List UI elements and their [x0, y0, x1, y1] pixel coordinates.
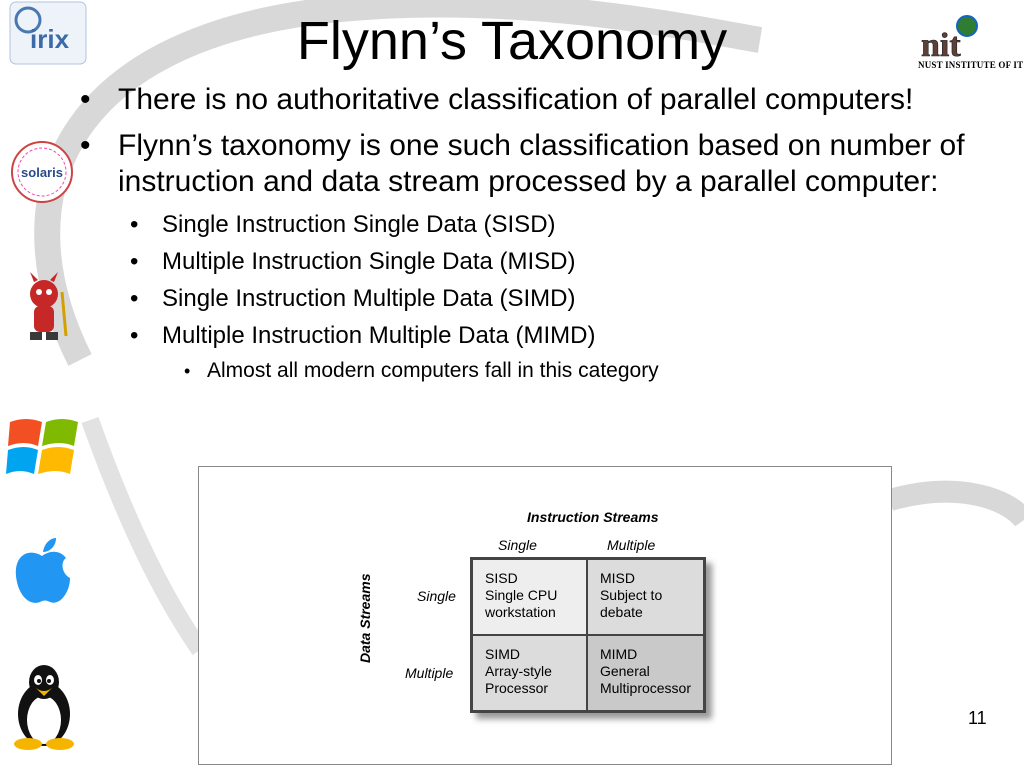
cell-line: Subject to: [599, 587, 663, 603]
apple-logo-icon: [10, 536, 74, 608]
row-header: Multiple: [405, 665, 454, 681]
row-axis-label: Data Streams: [357, 573, 373, 664]
cell-line: Single CPU: [485, 587, 558, 603]
windows-logo-icon: [6, 412, 82, 480]
cell-line: debate: [599, 604, 643, 620]
figure-title: Instruction Streams: [527, 509, 659, 525]
linux-tux-icon: [8, 660, 80, 750]
taxonomy-figure: Instruction Streams Single Multiple Data…: [198, 466, 892, 765]
bullet-item: Flynn’s taxonomy is one such classificat…: [80, 128, 980, 200]
cell-line: SISD: [485, 570, 518, 586]
niit-logo-mark: nit: [921, 27, 961, 64]
cell-line: workstation: [485, 604, 556, 620]
solaris-logo-text: solaris: [21, 165, 63, 180]
slide-title: Flynn’s Taxonomy: [296, 11, 728, 71]
sub-bullet-item: Multiple Instruction Multiple Data (MIMD…: [80, 321, 980, 351]
niit-logo-caption: NUST INSTITUTE OF IT: [918, 60, 1024, 70]
niit-logo: nit: [921, 15, 978, 64]
matrix-cell-mimd: MIMD General Multiprocessor: [586, 635, 704, 711]
matrix-cell-misd: MISD Subject to debate: [586, 559, 704, 635]
bullet-list: There is no authoritative classification…: [80, 82, 980, 384]
sub-sub-bullet-item: Almost all modern computers fall in this…: [80, 358, 980, 384]
cell-line: Array-style: [485, 663, 552, 679]
matrix-cell-simd: SIMD Array-style Processor: [472, 635, 587, 711]
cell-line: MIMD: [599, 646, 638, 662]
sub-bullet-item: Single Instruction Multiple Data (SIMD): [80, 284, 980, 314]
cell-line: Multiprocessor: [599, 680, 691, 696]
bullet-item: There is no authoritative classification…: [80, 82, 980, 118]
matrix-cell-sisd: SISD Single CPU workstation: [472, 559, 587, 635]
cell-line: General: [599, 663, 650, 679]
irix-logo: irix: [8, 0, 88, 68]
row-header: Single: [417, 588, 456, 604]
sub-bullet-item: Multiple Instruction Single Data (MISD): [80, 247, 980, 277]
sub-bullet-item: Single Instruction Single Data (SISD): [80, 210, 980, 240]
page-number: 11: [968, 708, 987, 728]
bsd-daemon-icon: [10, 272, 78, 344]
taxonomy-matrix: SISD Single CPU workstation MISD Subject…: [470, 557, 706, 713]
irix-logo-text: irix: [30, 24, 70, 54]
column-header: Multiple: [607, 537, 656, 553]
cell-line: SIMD: [485, 646, 520, 662]
cell-line: Processor: [485, 680, 549, 696]
column-header: Single: [498, 537, 537, 553]
cell-line: MISD: [599, 570, 635, 586]
solaris-logo: solaris: [8, 138, 76, 206]
